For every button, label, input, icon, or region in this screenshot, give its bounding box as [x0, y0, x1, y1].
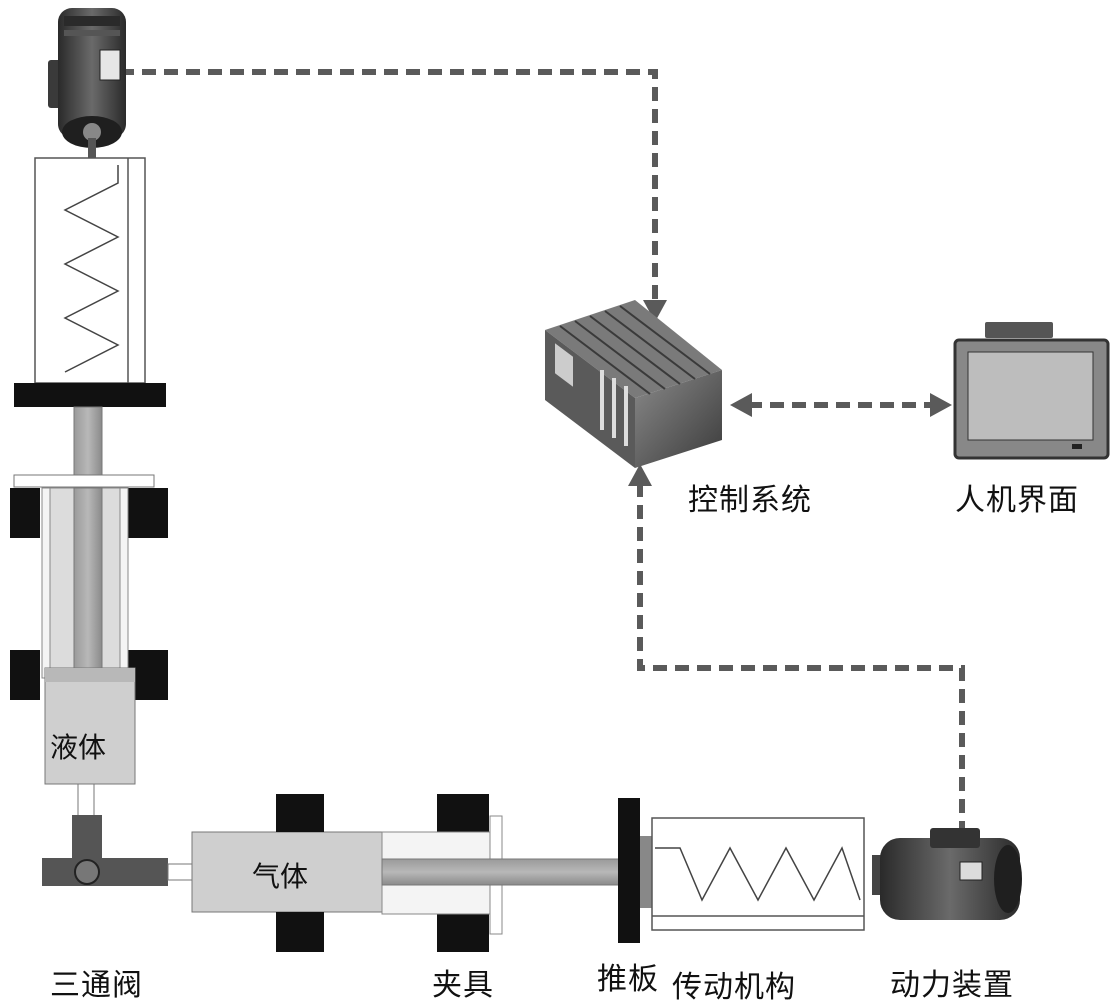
horizontal-spring: [655, 846, 861, 902]
label-power-unit: 动力装置: [890, 968, 1014, 1003]
label-fixture: 夹具: [432, 968, 494, 1003]
vertical-piston-rod: [73, 487, 103, 674]
gas-chamber: [191, 831, 383, 913]
liquid-chamber: [44, 667, 136, 785]
label-hmi: 人机界面: [955, 483, 1079, 518]
signal-line-motor-to-control: [120, 69, 658, 305]
liquid-chamber-piston: [45, 668, 135, 682]
push-plate-collar: [640, 836, 652, 908]
three-way-valve: [42, 815, 193, 886]
arrowhead-up-control: [628, 464, 652, 486]
plc-control-system: [545, 300, 722, 468]
signal-arrowheads: [628, 300, 952, 486]
top-motor: [48, 8, 126, 160]
label-liquid: 液体: [50, 731, 107, 764]
horizontal-piston-rod: [381, 858, 623, 886]
signal-line-power-to-control: [637, 480, 965, 835]
label-control-system: 控制系统: [688, 483, 812, 518]
arrowhead-down-control: [643, 300, 667, 322]
liquid-outlet-pipe: [77, 783, 95, 817]
horizontal-spring-housing: [651, 817, 865, 931]
power-unit-motor: [872, 828, 1022, 920]
label-three-way-valve: 三通阀: [50, 968, 143, 1003]
vertical-flange-plate: [14, 383, 166, 407]
vertical-spring: [63, 165, 120, 373]
arrowhead-left-control: [730, 393, 752, 417]
label-push-plate: 推板: [597, 962, 659, 997]
vertical-spring-housing: [34, 157, 146, 384]
arrowhead-right-hmi: [930, 393, 952, 417]
hmi-monitor: [953, 322, 1110, 460]
push-plate: [618, 798, 640, 943]
label-transmission: 传动机构: [672, 970, 796, 1005]
signal-lines: [120, 69, 965, 835]
label-gas: 气体: [252, 860, 309, 893]
